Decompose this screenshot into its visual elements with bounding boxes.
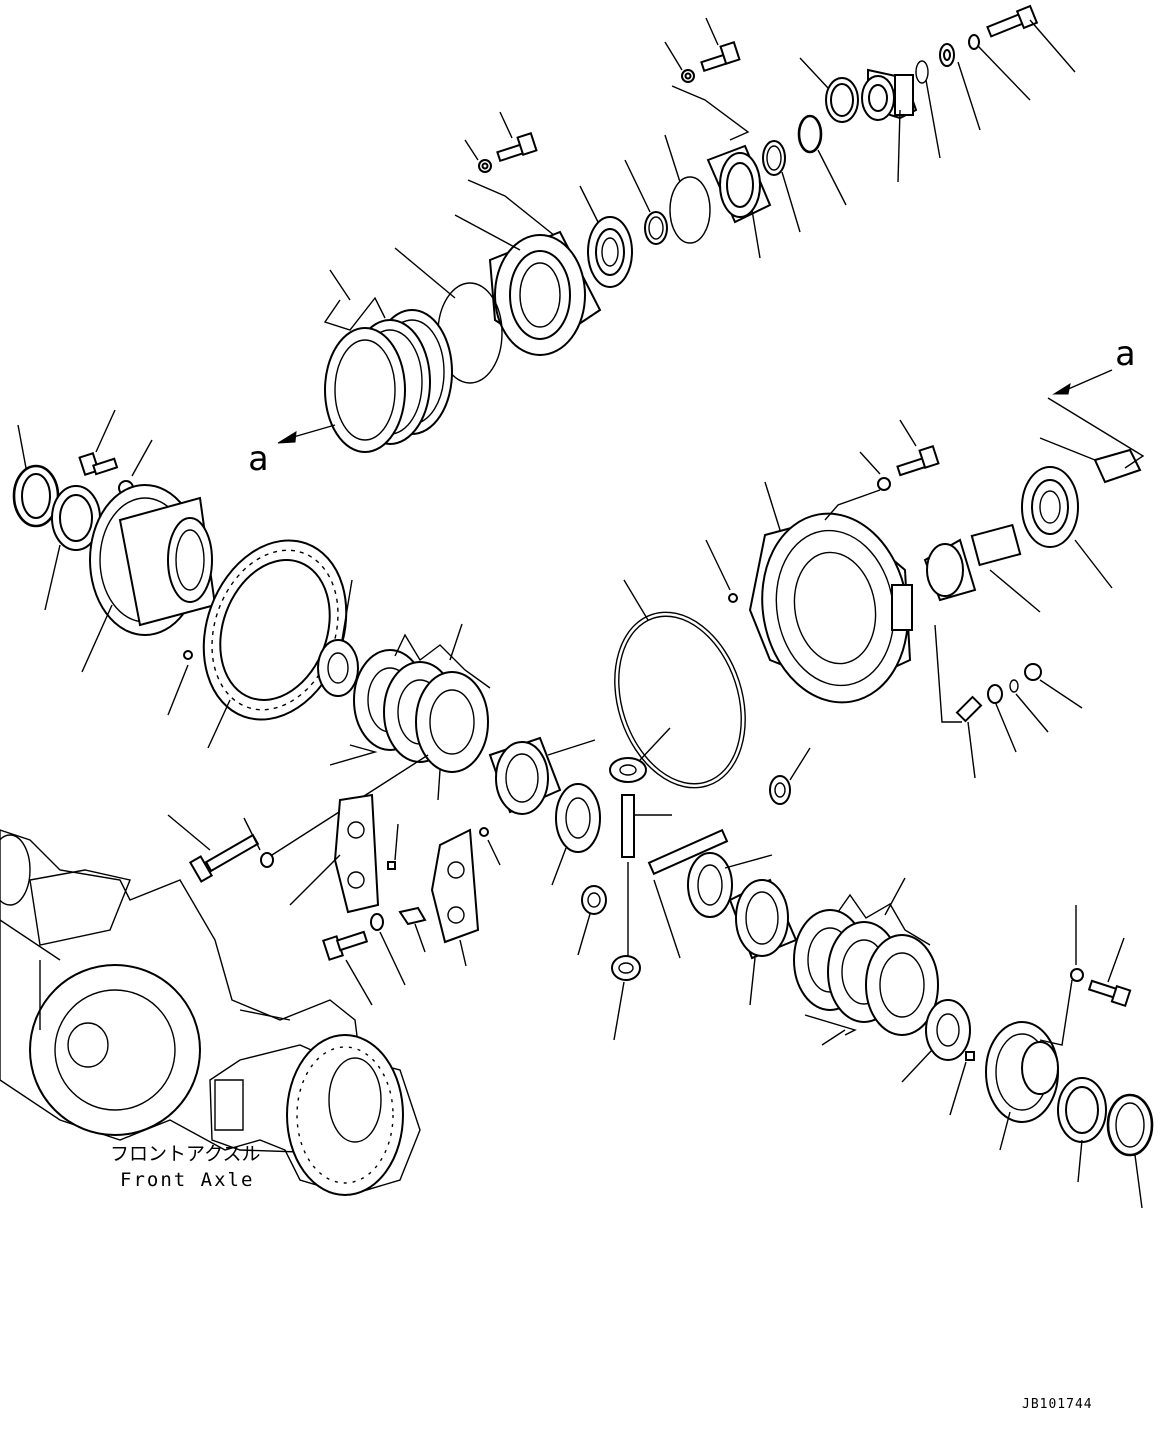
reference-label-left: a <box>248 439 268 479</box>
right-bolt <box>1040 905 1130 1045</box>
pinion-shaft <box>925 525 1040 612</box>
side-gear-right <box>688 853 772 917</box>
pinion-gear-lower <box>578 886 640 1040</box>
top-bolt-assembly <box>916 6 1075 158</box>
flange-yoke <box>763 58 916 232</box>
ring-gear <box>180 520 371 748</box>
bracket-right <box>432 828 500 966</box>
axle-label-english: Front Axle <box>120 1169 254 1191</box>
differential-housing <box>706 482 922 714</box>
differential-carrier-right <box>986 1022 1058 1150</box>
side-gear-case-left <box>490 738 595 814</box>
right-bearing-seal <box>1058 1078 1152 1208</box>
pinion-bearing-right <box>1022 370 1143 588</box>
left-bolt <box>80 410 152 495</box>
plug-spring-detent <box>935 625 1082 778</box>
differential-carrier-left <box>82 485 215 715</box>
clutch-disc-stack-left <box>330 624 490 800</box>
lock-plate-and-bolt <box>323 908 425 1005</box>
cross-shaft <box>622 795 727 960</box>
upper-bolt-pair <box>465 18 748 244</box>
bracket-left <box>290 795 398 912</box>
side-gear-left <box>552 784 600 885</box>
axle-label-japanese: フロントアクスル <box>110 1143 260 1165</box>
large-o-ring <box>593 580 767 805</box>
left-bearing-seal <box>14 425 100 610</box>
bearing-retainer <box>580 135 770 287</box>
side-gear-case-right <box>730 880 796 1005</box>
thrust-washer-right <box>902 1000 974 1115</box>
shim-plates <box>278 270 452 452</box>
thrust-washer-left <box>318 580 358 696</box>
drawing-code: JB101744 <box>1022 1397 1093 1412</box>
pinion-cage-housing <box>395 215 600 383</box>
housing-bolt <box>825 420 938 520</box>
pinion-gear-right <box>770 748 810 804</box>
front-axle-housing <box>0 830 420 1195</box>
clutch-disc-stack-right <box>794 878 938 1045</box>
pinion-gear-small <box>610 728 670 782</box>
reference-label-right: a <box>1115 334 1135 374</box>
